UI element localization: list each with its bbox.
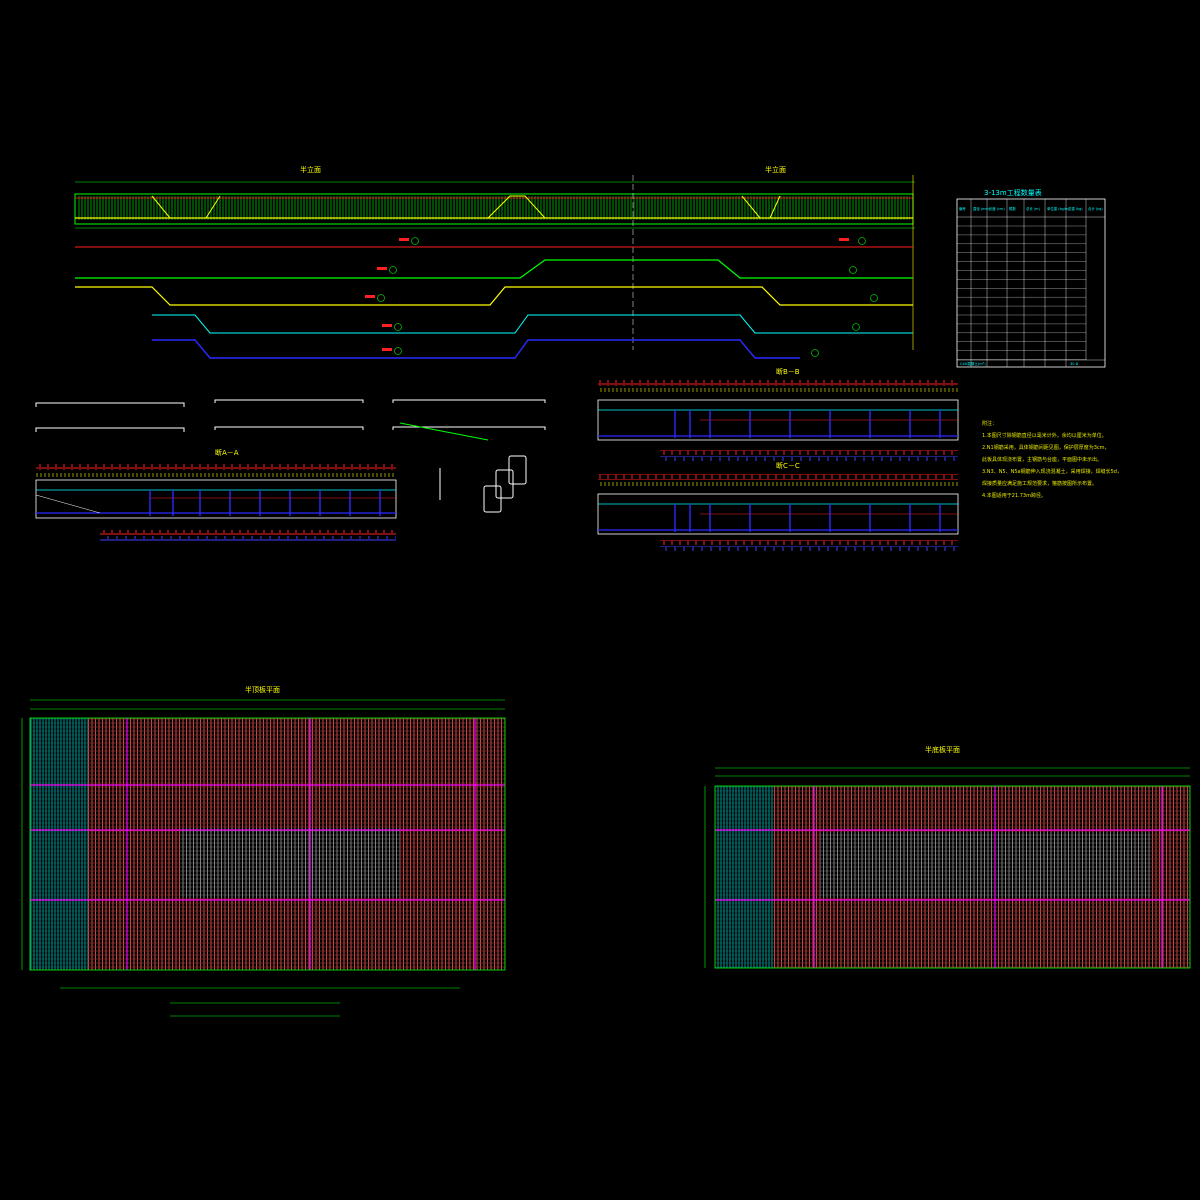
- section-a: 断A－A: [35, 448, 397, 541]
- bottom-plan-title: 半底板平面: [925, 745, 960, 754]
- note-3: 此板具体现浇布置，主钢筋与台座，平面图中未示出。: [982, 457, 1103, 463]
- top-plan-title: 半顶板平面: [245, 685, 280, 694]
- bottom-plate-plan: 半底板平面: [704, 745, 1191, 969]
- section-b-title: 断B－B: [776, 367, 800, 376]
- note-2: 2.N1钢筋采用，具体钢筋间距见图，保护层厚度为3cm，: [982, 445, 1110, 451]
- table-footer-value: 30.8: [1070, 362, 1079, 366]
- table-header-cell: 根数: [1009, 206, 1016, 211]
- section-b: 断B－B: [597, 367, 959, 461]
- section-c-title: 断C－C: [776, 461, 800, 470]
- table-title: 3-13m工程数量表: [984, 188, 1042, 197]
- table-header-cell: 总长 (m): [1026, 206, 1040, 211]
- table-footer-label: C40混凝土(m³): [960, 361, 986, 366]
- elevation-view: 半立面 半立面: [74, 165, 915, 359]
- rebar-detail-bars: [35, 399, 546, 513]
- quantity-table: 3-13m工程数量表 编号 直径 (mm)长度 (cm) 根数 总长 (m) 单位重 (…: [956, 188, 1106, 368]
- note-5: 焊接质量应满足施工规范要求，箍筋按图所示布置。: [982, 481, 1098, 487]
- section-c: 断C－C: [597, 461, 959, 551]
- table-header-cell: 总重 (kg): [1068, 206, 1083, 211]
- note-6: 4.本图适用于21.73m跨径。: [982, 493, 1046, 499]
- section-a-title: 断A－A: [215, 448, 239, 457]
- table-header-cell: 编号: [959, 206, 966, 211]
- notes: 附注： 1.本图尺寸除钢筋直径以毫米计外，余均以厘米为单位。 2.N1钢筋采用，…: [982, 418, 1182, 502]
- note-4: 3.N3、N5、N5a钢筋伸入现浇混凝土，采用焊接，焊缝长5d，: [982, 469, 1122, 475]
- elevation-left-title: 半立面: [300, 165, 321, 174]
- table-header-cell: 单位重 (kg/m): [1047, 206, 1070, 211]
- top-plate-plan: 半顶板平面: [21, 685, 506, 1017]
- table-header-cell: 合计 (kg): [1088, 206, 1103, 211]
- table-header-cell: 直径 (mm): [973, 206, 991, 211]
- elevation-right-title: 半立面: [765, 165, 786, 174]
- notes-heading: 附注：: [982, 421, 998, 427]
- table-header-cell: 长度 (cm): [989, 206, 1005, 211]
- note-1: 1.本图尺寸除钢筋直径以毫米计外，余均以厘米为单位。: [982, 433, 1107, 439]
